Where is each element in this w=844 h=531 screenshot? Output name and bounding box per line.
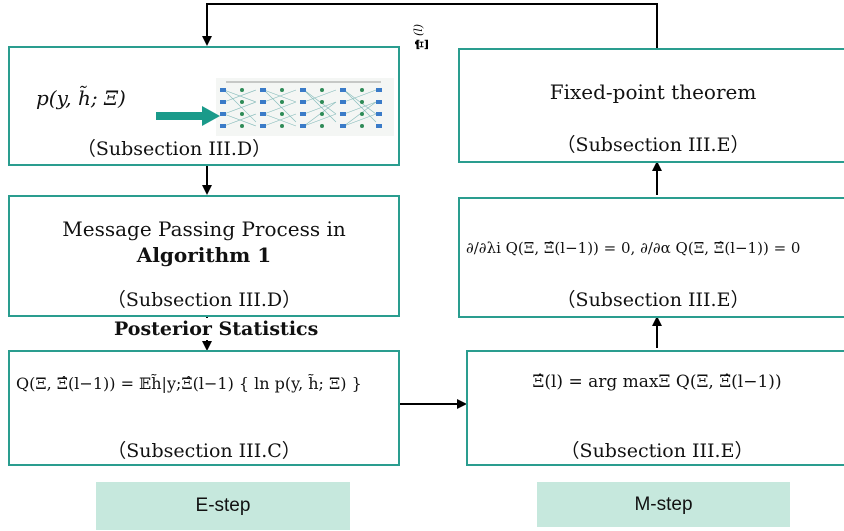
box-message-passing: Message Passing Process in Algorithm 1 （… xyxy=(8,195,400,317)
teal-arrow-icon xyxy=(156,106,220,126)
box1-caption: （Subsection III.D） xyxy=(76,138,272,160)
box-fixed-point: Fixed-point theorem （Subsection III.E） xyxy=(458,48,844,163)
svg-text:(l): (l) xyxy=(412,24,425,36)
likelihood-formula: p(y, h̃; Ξ) xyxy=(36,86,126,110)
q-function-formula: Q(Ξ, Ξ̂(l−1)) = 𝔼h̃|y;Ξ̂(l−1) { ln p(y, … xyxy=(16,374,362,393)
box4-caption: （Subsection III.E） xyxy=(560,440,754,462)
box-q-function: Q(Ξ, Ξ̂(l−1)) = 𝔼h̃|y;Ξ̂(l−1) { ln p(y, … xyxy=(8,350,400,466)
box-derivative-conditions: ∂/∂λi Q(Ξ, Ξ̂(l−1)) = 0, ∂/∂α Q(Ξ, Ξ̂(l−… xyxy=(458,197,844,318)
neural-network-image xyxy=(216,78,394,136)
box5-caption: （Subsection III.E） xyxy=(556,289,750,311)
derivative-formula: ∂/∂λi Q(Ξ, Ξ̂(l−1)) = 0, ∂/∂α Q(Ξ, Ξ̂(l−… xyxy=(466,239,801,257)
box-argmax: Ξ̂(l) = arg maxΞ Q(Ξ, Ξ̂(l−1)) （Subsecti… xyxy=(466,350,844,466)
m-step-label: M-step xyxy=(537,482,790,527)
e-step-label: E-step xyxy=(96,482,350,530)
argmax-formula: Ξ̂(l) = arg maxΞ Q(Ξ, Ξ̂(l−1)) xyxy=(532,372,782,392)
box3-caption: （Subsection III.C） xyxy=(107,440,301,462)
box2-line2: Algorithm 1 xyxy=(136,243,272,267)
box2-line1: Message Passing Process in xyxy=(62,217,346,241)
box6-caption: （Subsection III.E） xyxy=(556,134,750,156)
posterior-statistics-label: Posterior Statistics xyxy=(112,318,321,340)
feedback-label-text: Ξ̂ (l) xyxy=(408,12,438,52)
box2-caption: （Subsection III.D） xyxy=(106,289,302,311)
box-likelihood-model: p(y, h̃; Ξ) （Subsection III.D） xyxy=(8,46,400,166)
feedback-arrow xyxy=(202,3,658,48)
svg-text:Ξ̂: Ξ̂ xyxy=(413,39,432,50)
box6-title: Fixed-point theorem xyxy=(549,80,757,104)
feedback-label-glyph: Ξ̂ (l) xyxy=(412,24,432,50)
